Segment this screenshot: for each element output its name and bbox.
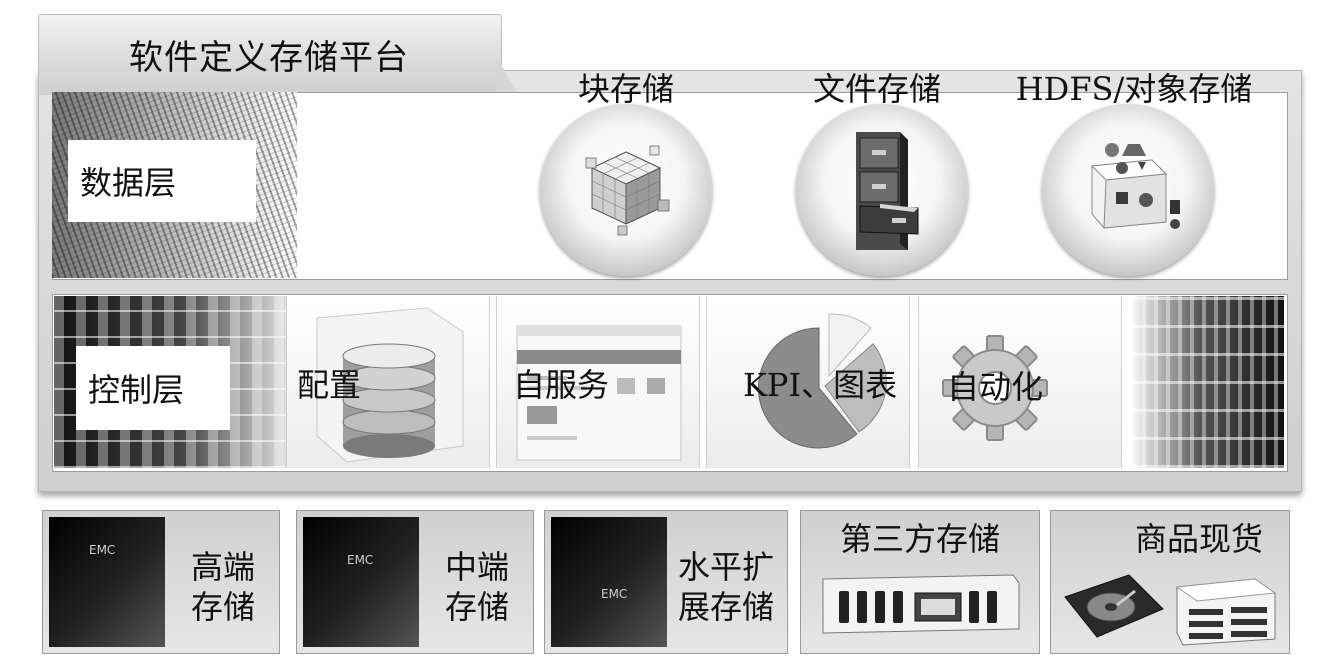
control-layer-texture-right — [1130, 296, 1284, 468]
emc-logo: EMC — [89, 543, 115, 557]
scale-out-line2: 展存储 — [665, 587, 787, 627]
scale-out-storage-label: 水平扩 展存储 — [665, 547, 787, 627]
hard-drive-icon — [1059, 557, 1283, 649]
platform-title: 软件定义存储平台 — [38, 30, 500, 79]
self-service-label: 自服务 — [513, 360, 609, 406]
high-end-line1: 高端 — [167, 547, 279, 587]
mid-range-line2: 存储 — [421, 587, 533, 627]
cube-blocks-icon — [540, 104, 712, 276]
scale-out-storage-box: EMC 水平扩 展存储 — [544, 510, 788, 654]
self-service-tile: 自服务 — [496, 296, 700, 468]
shape-sorter-icon — [1042, 104, 1214, 276]
high-end-line2: 存储 — [167, 587, 279, 627]
block-storage-disc — [540, 104, 712, 276]
mid-range-storage-label: 中端 存储 — [421, 547, 533, 627]
emc-logo: EMC — [601, 587, 627, 601]
control-layer-label: 控制层 — [76, 346, 230, 430]
file-cabinet-icon — [796, 104, 968, 276]
config-tile: 配置 — [286, 296, 490, 468]
emc-vnx-icon: EMC — [303, 517, 419, 647]
automation-tile: 自动化 — [918, 296, 1122, 468]
high-end-storage-label: 高端 存储 — [167, 547, 279, 627]
emc-scaleout-icon: EMC — [551, 517, 667, 647]
high-end-storage-box: EMC 高端 存储 — [42, 510, 280, 654]
scale-out-line1: 水平扩 — [665, 547, 787, 587]
third-party-storage-box: 第三方存储 — [800, 510, 1040, 654]
object-storage-disc — [1042, 104, 1214, 276]
commodity-storage-box: 商品现货 — [1050, 510, 1290, 654]
config-label: 配置 — [297, 360, 361, 406]
kpi-label: KPI、图表 — [743, 360, 897, 406]
emc-logo: EMC — [347, 553, 373, 567]
automation-label: 自动化 — [947, 362, 1043, 408]
rack-server-icon — [817, 569, 1023, 639]
mid-range-line1: 中端 — [421, 547, 533, 587]
file-storage-disc — [796, 104, 968, 276]
kpi-tile: KPI、图表 — [706, 296, 910, 468]
mid-range-storage-box: EMC 中端 存储 — [296, 510, 534, 654]
data-layer-label: 数据层 — [68, 140, 256, 222]
third-party-storage-label: 第三方存储 — [801, 519, 1039, 559]
emc-array-icon: EMC — [49, 517, 165, 647]
commodity-storage-label: 商品现货 — [1111, 519, 1287, 559]
